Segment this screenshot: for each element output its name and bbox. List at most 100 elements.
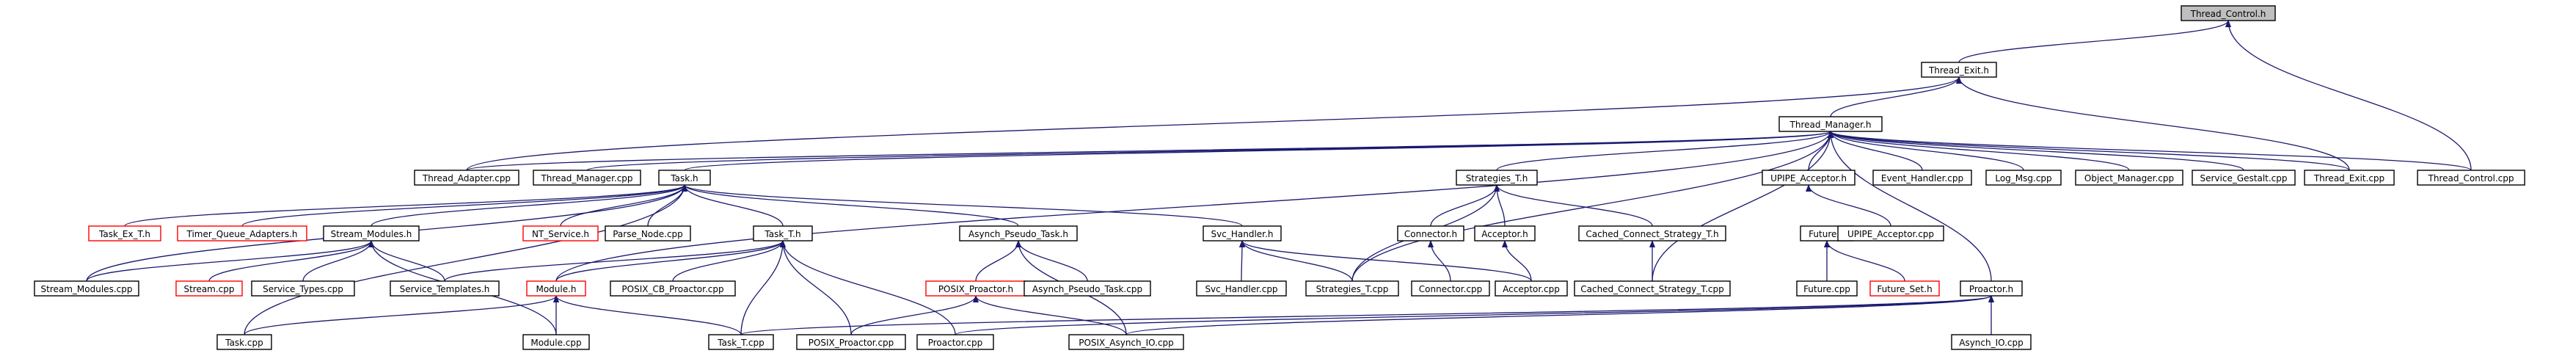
edge-acceptor_cpp-to-svc_handler_h [1239,240,1532,282]
node-connector-h[interactable]: Connector.h [1397,225,1464,241]
node-thread-manager-h[interactable]: Thread_Manager.h [1778,116,1883,132]
node-nt-service-h[interactable]: NT_Service.h [522,225,599,241]
node-box [1960,280,2023,297]
edge-stream_cpp-to-stream_modules_h [208,240,374,282]
node-thread-exit-cpp[interactable]: Thread_Exit.cpp [2304,170,2395,186]
node-box [216,334,272,350]
node-label: Thread_Exit.h [1928,65,1989,76]
node-connector-cpp[interactable]: Connector.cpp [1411,280,1490,297]
edge-future_set_h-to-future_h [1824,240,1905,282]
node-acceptor-cpp[interactable]: Acceptor.cpp [1495,280,1568,297]
node-label: POSIX_CB_Proactor.cpp [621,284,723,294]
node-strategies-t-cpp[interactable]: Strategies_T.cpp [1305,280,1399,297]
node-cached-connect-strategy-t-cpp[interactable]: Cached_Connect_Strategy_T.cpp [1574,280,1731,297]
node-task-ex-t-h[interactable]: Task_Ex_T.h [88,225,161,241]
edge-stream_modules_h-to-task_h [371,184,687,227]
node-parse-node-cpp[interactable]: Parse_Node.cpp [605,225,691,241]
node-task-t-cpp[interactable]: Task_T.cpp [708,334,774,350]
node-task-t-h[interactable]: Task_T.h [753,225,813,241]
node-task-h[interactable]: Task.h [658,170,711,186]
node-thread-adapter-cpp[interactable]: Thread_Adapter.cpp [414,170,519,186]
node-label: UPIPE_Acceptor.h [1770,173,1847,184]
node-service-templates-h[interactable]: Service_Templates.h [390,280,500,297]
node-posix-proactor-cpp[interactable]: POSIX_Proactor.cpp [796,334,906,350]
node-svc-handler-h[interactable]: Svc_Handler.h [1203,225,1282,241]
node-asynch-io-cpp[interactable]: Asynch_IO.cpp [1951,334,2032,350]
edge-posix_asynch_io_cpp-to-proactor_h [1125,295,1994,335]
node-box [796,334,906,350]
node-thread-control-h[interactable]: Thread_Control.h [2181,5,2276,21]
node-module-cpp[interactable]: Module.cpp [522,334,590,350]
node-service-gestalt-cpp[interactable]: Service_Gestalt.cpp [2192,170,2296,186]
node-stream-modules-h[interactable]: Stream_Modules.h [323,225,420,241]
node-box [1837,225,1944,241]
node-box [414,170,519,186]
node-module-h[interactable]: Module.h [526,280,586,297]
edge-log_msg_cpp-to-thread_manager_h [1828,131,2024,171]
node-timer-queue-adapters-h[interactable]: Timer_Queue_Adapters.h [177,225,307,241]
node-label: Module.h [536,284,576,294]
edge-event_handler_cpp-to-thread_manager_h [1828,131,1923,171]
node-proactor-cpp[interactable]: Proactor.cpp [916,334,994,350]
node-box [1203,225,1282,241]
node-future-cpp[interactable]: Future.cpp [1796,280,1858,297]
node-label: Stream_Modules.cpp [41,284,133,294]
edge-strategies_t_cpp-to-svc_handler_h [1239,240,1353,282]
edge-module_h-to-thread_manager_h [555,131,1834,282]
node-label: POSIX_Proactor.h [938,284,1013,294]
node-box [1068,334,1184,350]
node-label: Event_Handler.cpp [1881,173,1963,184]
node-box [1024,280,1151,297]
edge-thread_manager_h-to-thread_exit_h [1830,76,1962,117]
node-stream-cpp[interactable]: Stream.cpp [175,280,243,297]
node-posix-proactor-h[interactable]: POSIX_Proactor.h [925,280,1026,297]
node-asynch-pseudo-task-cpp[interactable]: Asynch_Pseudo_Task.cpp [1024,280,1151,297]
node-acceptor-h[interactable]: Acceptor.h [1474,225,1536,241]
edge-connector_cpp-to-connector_h [1428,240,1451,282]
edge-cached_connect_strategy_t_cpp-to-thread_manager_h [1652,131,1834,282]
node-box [1474,225,1536,241]
node-cached-connect-strategy-t-h[interactable]: Cached_Connect_Strategy_T.h [1578,225,1726,241]
node-label: Thread_Manager.cpp [540,173,632,184]
edge-thread_adapter_cpp-to-thread_exit_h [466,76,1962,171]
edge-posix_cb_proactor_cpp-to-task_t_h [672,240,786,282]
node-strategies-t-h[interactable]: Strategies_T.h [1456,170,1538,186]
node-label: Stream_Modules.h [331,229,412,239]
node-future-set-h[interactable]: Future_Set.h [1869,280,1940,297]
node-asynch-pseudo-task-h[interactable]: Asynch_Pseudo_Task.h [959,225,1078,241]
edge-posix_proactor_h-to-asynch_pseudo_task_h [975,240,1021,282]
node-label: Task.h [670,173,698,184]
edge-task_cpp-to-task_h [244,184,687,335]
node-thread-manager-cpp[interactable]: Thread_Manager.cpp [533,170,641,186]
node-posix-cb-proactor-cpp[interactable]: POSIX_CB_Proactor.cpp [610,280,736,297]
node-label: Thread_Exit.cpp [2313,173,2385,184]
node-label: POSIX_Asynch_IO.cpp [1079,338,1174,348]
node-stream-modules-cpp[interactable]: Stream_Modules.cpp [34,280,139,297]
node-thread-exit-h[interactable]: Thread_Exit.h [1921,62,1997,78]
node-service-types-cpp[interactable]: Service_Types.cpp [251,280,355,297]
node-posix-asynch-io-cpp[interactable]: POSIX_Asynch_IO.cpp [1068,334,1184,350]
node-label: NT_Service.h [532,229,589,239]
node-box [1921,62,1997,78]
node-upipe-acceptor-cpp[interactable]: UPIPE_Acceptor.cpp [1837,225,1944,241]
node-layer: Thread_Control.hThread_Exit.hThread_Mana… [34,5,2525,350]
edge-asynch_pseudo_task_cpp-to-asynch_pseudo_task_h [1015,240,1088,282]
node-upipe-acceptor-h[interactable]: UPIPE_Acceptor.h [1762,170,1856,186]
edge-proactor_cpp-to-proactor_h [955,295,1994,335]
node-log-msg-cpp[interactable]: Log_Msg.cpp [1985,170,2062,186]
node-label: Future.cpp [1803,284,1850,294]
node-event-handler-cpp[interactable]: Event_Handler.cpp [1872,170,1972,186]
node-label: Future_Set.h [1877,284,1932,294]
edge-thread_adapter_cpp-to-thread_manager_h [466,131,1834,171]
node-object-manager-cpp[interactable]: Object_Manager.cpp [2075,170,2183,186]
node-box [1951,334,2032,350]
edge-timer_queue_adapters_h-to-task_h [241,184,687,227]
node-box [1869,280,1940,297]
node-task-cpp[interactable]: Task.cpp [216,334,272,350]
node-proactor-h[interactable]: Proactor.h [1960,280,2023,297]
edge-stream_modules_cpp-to-stream_modules_h [86,240,374,282]
node-label: Module.cpp [530,338,581,348]
node-thread-control-cpp[interactable]: Thread_Control.cpp [2417,170,2525,186]
node-svc-handler-cpp[interactable]: Svc_Handler.cpp [1196,280,1287,297]
